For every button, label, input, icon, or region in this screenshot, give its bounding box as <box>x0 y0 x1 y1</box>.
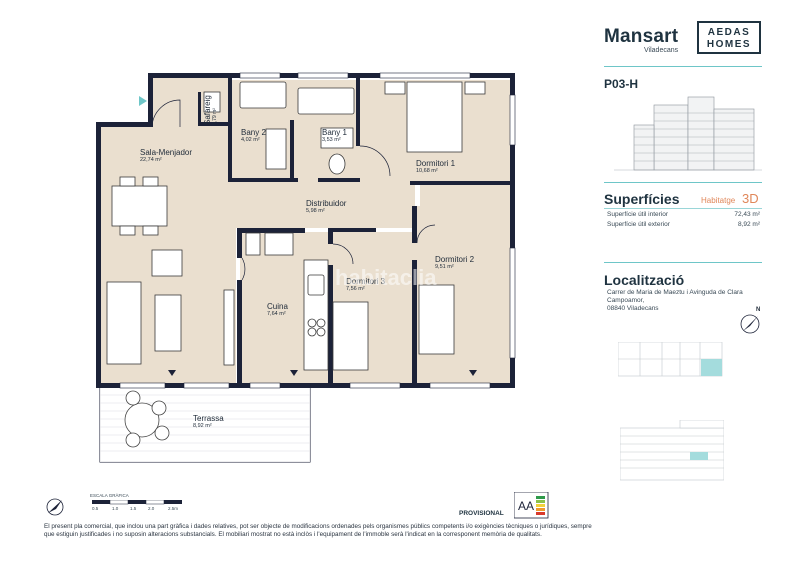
surfaces-title: Superfícies <box>604 191 680 207</box>
surface-interior-value: 72,43 m² <box>734 211 760 218</box>
room-label-safareig: Safareig 0,79 m² <box>203 95 218 125</box>
compass-bottom-icon <box>46 498 64 516</box>
floor-key-plan <box>618 342 723 377</box>
energy-rating-icon: A A <box>514 492 549 519</box>
svg-text:A: A <box>526 499 534 513</box>
brand-location: Viladecans <box>644 47 679 54</box>
compass-icon <box>740 314 760 334</box>
building-illustration <box>614 96 762 171</box>
room-label-sala: Sala-Menjador 22,74 m² <box>140 148 193 163</box>
divider-location <box>604 262 762 263</box>
surface-interior-label: Superfície útil interior <box>607 211 669 218</box>
building-elevation <box>620 420 724 481</box>
room-label-distribuidor: Distribuidor 5,98 m² <box>306 199 347 214</box>
highlighted-unit <box>701 359 722 376</box>
scale-bar <box>92 500 182 505</box>
terrace-furniture <box>124 390 170 448</box>
housing-label: Habitatge <box>701 196 736 205</box>
room-label-bany2: Bany 2 4,02 m² <box>241 128 266 143</box>
room-label-dormitori3: Dormitori 3 7,56 m² <box>346 277 386 292</box>
unit-code: P03-H <box>604 77 639 91</box>
scale-title: ESCALA GRÀFICA <box>90 493 129 498</box>
room-label-terrassa: Terrassa 8,92 m² <box>193 414 224 429</box>
room-label-cuina: Cuina 7,64 m² <box>267 302 288 317</box>
entrance-marker <box>139 96 147 106</box>
surface-exterior-label: Superfície útil exterior <box>607 221 670 228</box>
divider-top <box>604 66 762 67</box>
divider-surfaces <box>604 182 762 183</box>
room-label-dormitori1: Dormitori 1 10,68 m² <box>416 159 456 174</box>
room-label-dormitori2: Dormitori 2 9,51 m² <box>435 255 475 270</box>
location-address: Carrer de Maria de Maeztu i Avinguda de … <box>607 289 743 312</box>
room-label-bany1: Bany 1 3,53 m² <box>322 128 347 143</box>
divider-surfaces-bottom <box>604 208 762 209</box>
housing-type: 3D <box>742 191 759 206</box>
disclaimer: El present pla comercial, que inclou una… <box>44 523 592 538</box>
location-title: Localització <box>604 272 685 288</box>
watermark: habitaclia <box>335 265 437 290</box>
brand-name: Mansart <box>604 26 679 47</box>
partner-logo: AEDAS HOMES <box>697 21 761 54</box>
compass-label: N <box>756 307 761 313</box>
surface-exterior-value: 8,92 m² <box>737 221 760 228</box>
svg-text:A: A <box>518 499 526 513</box>
energy-label-text: PROVISIONAL <box>459 510 504 517</box>
furniture <box>106 81 486 371</box>
